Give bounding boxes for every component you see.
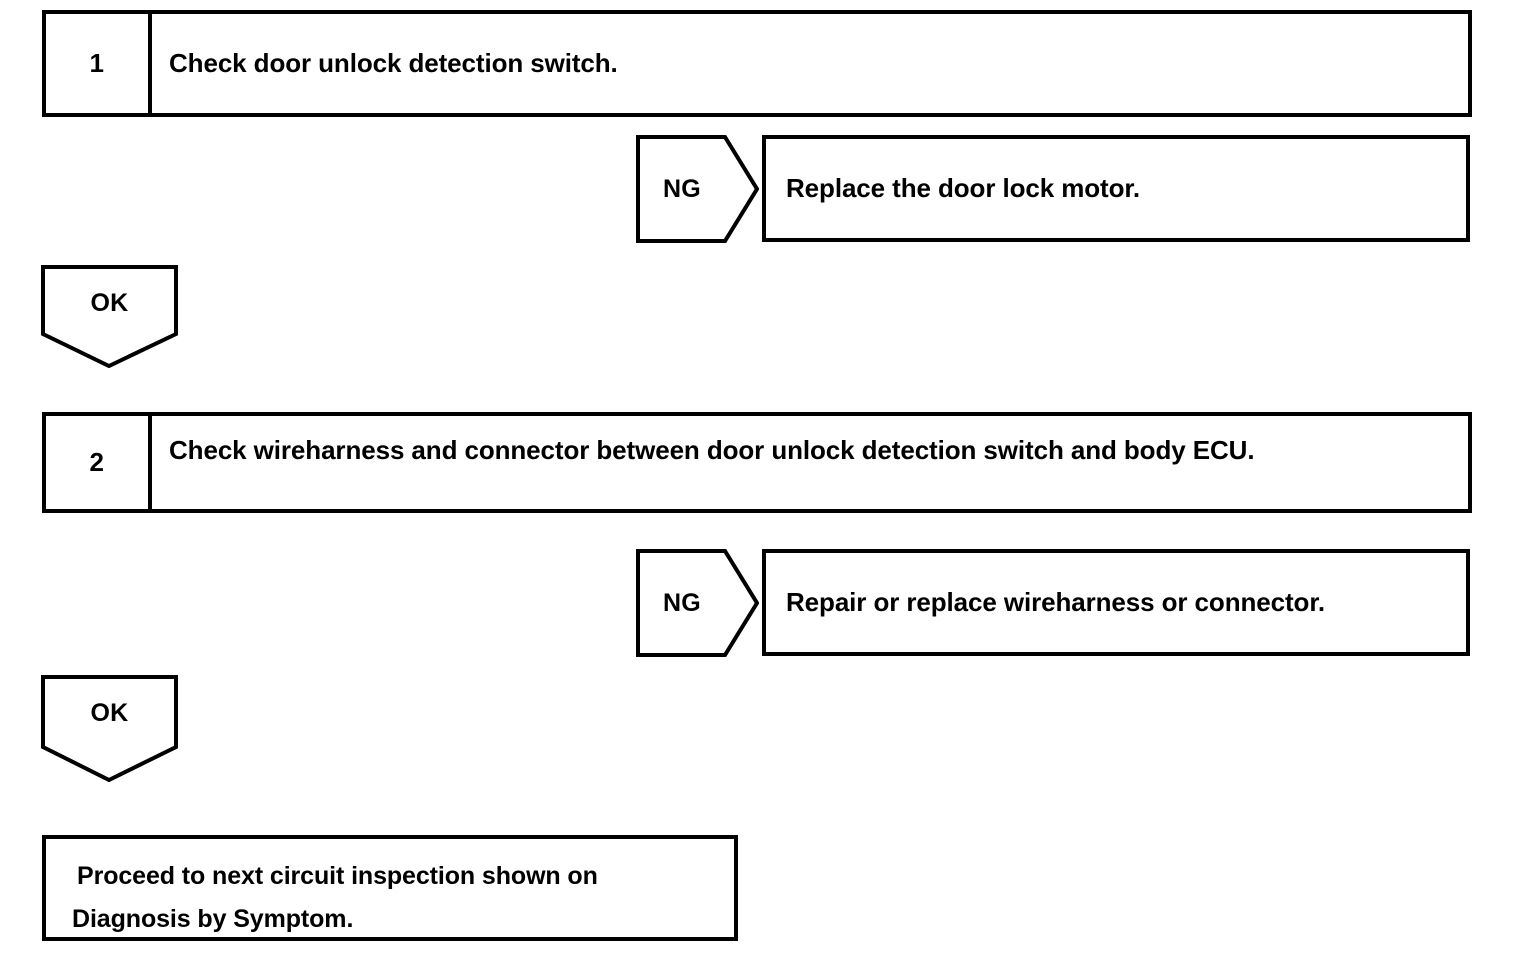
- ng-arrow-label-2: NG: [662, 588, 702, 617]
- step-number-1: 1: [46, 14, 152, 113]
- ng-result-box-1: Replace the door lock motor.: [762, 135, 1470, 242]
- final-outcome-box: Proceed to next circuit inspection shown…: [42, 835, 738, 941]
- step-number-2: 2: [46, 416, 152, 509]
- ng-arrow-1: NG: [636, 135, 759, 243]
- ng-arrow-shape-1: [636, 135, 759, 243]
- step-box-1: 1 Check door unlock detection switch.: [42, 10, 1472, 117]
- final-outcome-line-1: Proceed to next circuit inspection shown…: [77, 862, 598, 890]
- step-instruction-2: Check wireharness and connector between …: [169, 435, 1255, 465]
- step-instruction-1: Check door unlock detection switch.: [169, 47, 618, 78]
- ng-arrow-shape-2: [636, 549, 759, 657]
- ng-result-box-2: Repair or replace wireharness or connect…: [762, 549, 1470, 656]
- step-box-2: 2 Check wireharness and connector betwee…: [42, 412, 1472, 513]
- final-outcome-line-2: Diagnosis by Symptom.: [72, 905, 354, 933]
- ng-arrow-label-1: NG: [662, 174, 702, 203]
- ok-arrow-1: OK: [41, 265, 178, 368]
- ok-arrow-shape-1: [41, 265, 178, 368]
- ok-arrow-label-1: OK: [90, 288, 129, 317]
- ng-arrow-2: NG: [636, 549, 759, 657]
- ok-arrow-shape-2: [41, 675, 178, 782]
- ok-arrow-2: OK: [41, 675, 178, 782]
- ok-arrow-label-2: OK: [90, 698, 129, 727]
